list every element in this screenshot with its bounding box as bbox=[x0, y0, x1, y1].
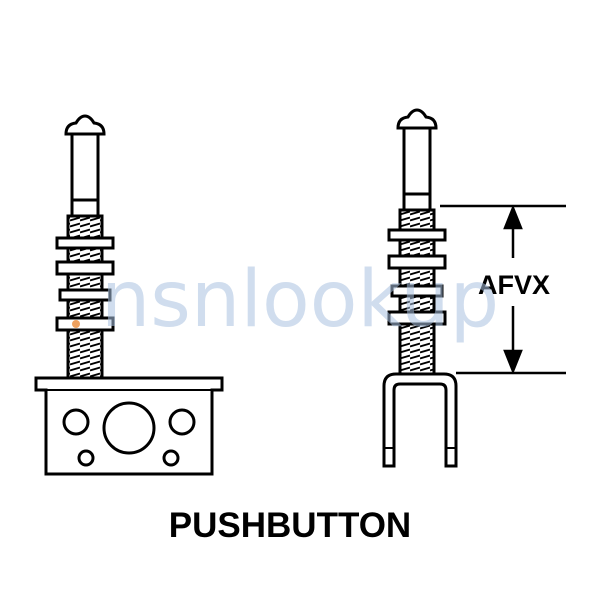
right-fork-terminal bbox=[382, 372, 458, 468]
left-nut-2 bbox=[55, 316, 115, 332]
left-base-hole-bl bbox=[77, 449, 95, 467]
left-plunger-shaft bbox=[70, 132, 100, 218]
dimension-label: AFVX bbox=[478, 270, 550, 300]
dimension-arrow-up bbox=[503, 204, 523, 230]
diagram-title: PUSHBUTTON bbox=[169, 506, 411, 545]
right-button-cap bbox=[396, 108, 438, 130]
left-button-cap bbox=[64, 114, 106, 136]
right-nut-2 bbox=[387, 310, 447, 326]
dimension-marker bbox=[440, 204, 566, 375]
left-pushbutton bbox=[34, 114, 224, 476]
left-base-hole-br bbox=[162, 449, 180, 467]
right-washer-1 bbox=[387, 228, 447, 242]
right-washer-2 bbox=[390, 284, 444, 298]
left-washer-2 bbox=[58, 288, 112, 302]
watermark-text: nsnlookup bbox=[101, 255, 499, 345]
dimension-arrow-down bbox=[503, 349, 523, 375]
watermark-accent-dot bbox=[72, 320, 80, 328]
left-base-hole-tl bbox=[62, 408, 90, 436]
left-base-hole-tr bbox=[168, 408, 196, 436]
right-pushbutton bbox=[382, 108, 458, 468]
left-washer-1 bbox=[55, 236, 115, 250]
left-nut-1 bbox=[55, 260, 115, 276]
right-plunger-shaft bbox=[402, 126, 432, 212]
left-base-center-hole bbox=[102, 401, 156, 455]
right-nut-1 bbox=[387, 254, 447, 270]
